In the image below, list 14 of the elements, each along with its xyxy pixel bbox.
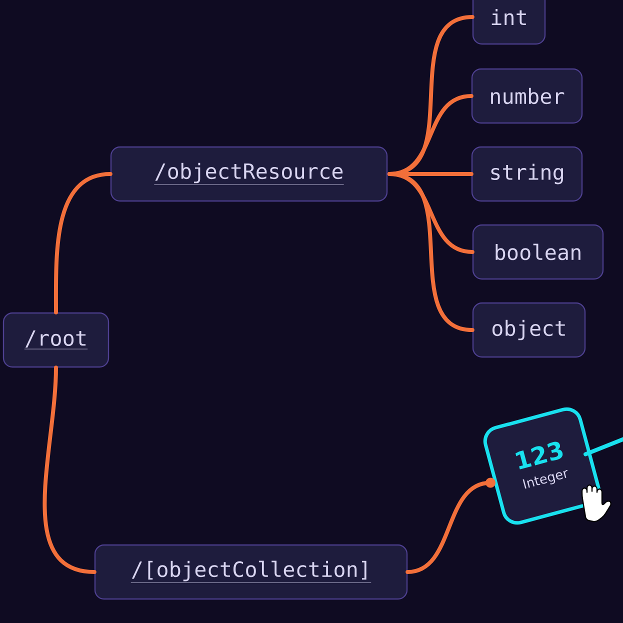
connector — [54, 172, 112, 314]
path-box: /root — [2, 312, 110, 368]
type-box: number — [471, 68, 583, 124]
type-box: boolean — [472, 224, 604, 280]
path-box: /[objectCollection] — [94, 544, 408, 600]
type-card: 123 Integer — [483, 407, 601, 525]
connector — [406, 478, 496, 574]
type-box: string — [471, 146, 583, 202]
connector — [584, 436, 623, 456]
connector — [42, 366, 96, 574]
type-box: int — [472, 0, 546, 45]
type-box: object — [472, 302, 586, 358]
path-box: /objectResource — [110, 146, 388, 202]
connector — [388, 172, 474, 332]
